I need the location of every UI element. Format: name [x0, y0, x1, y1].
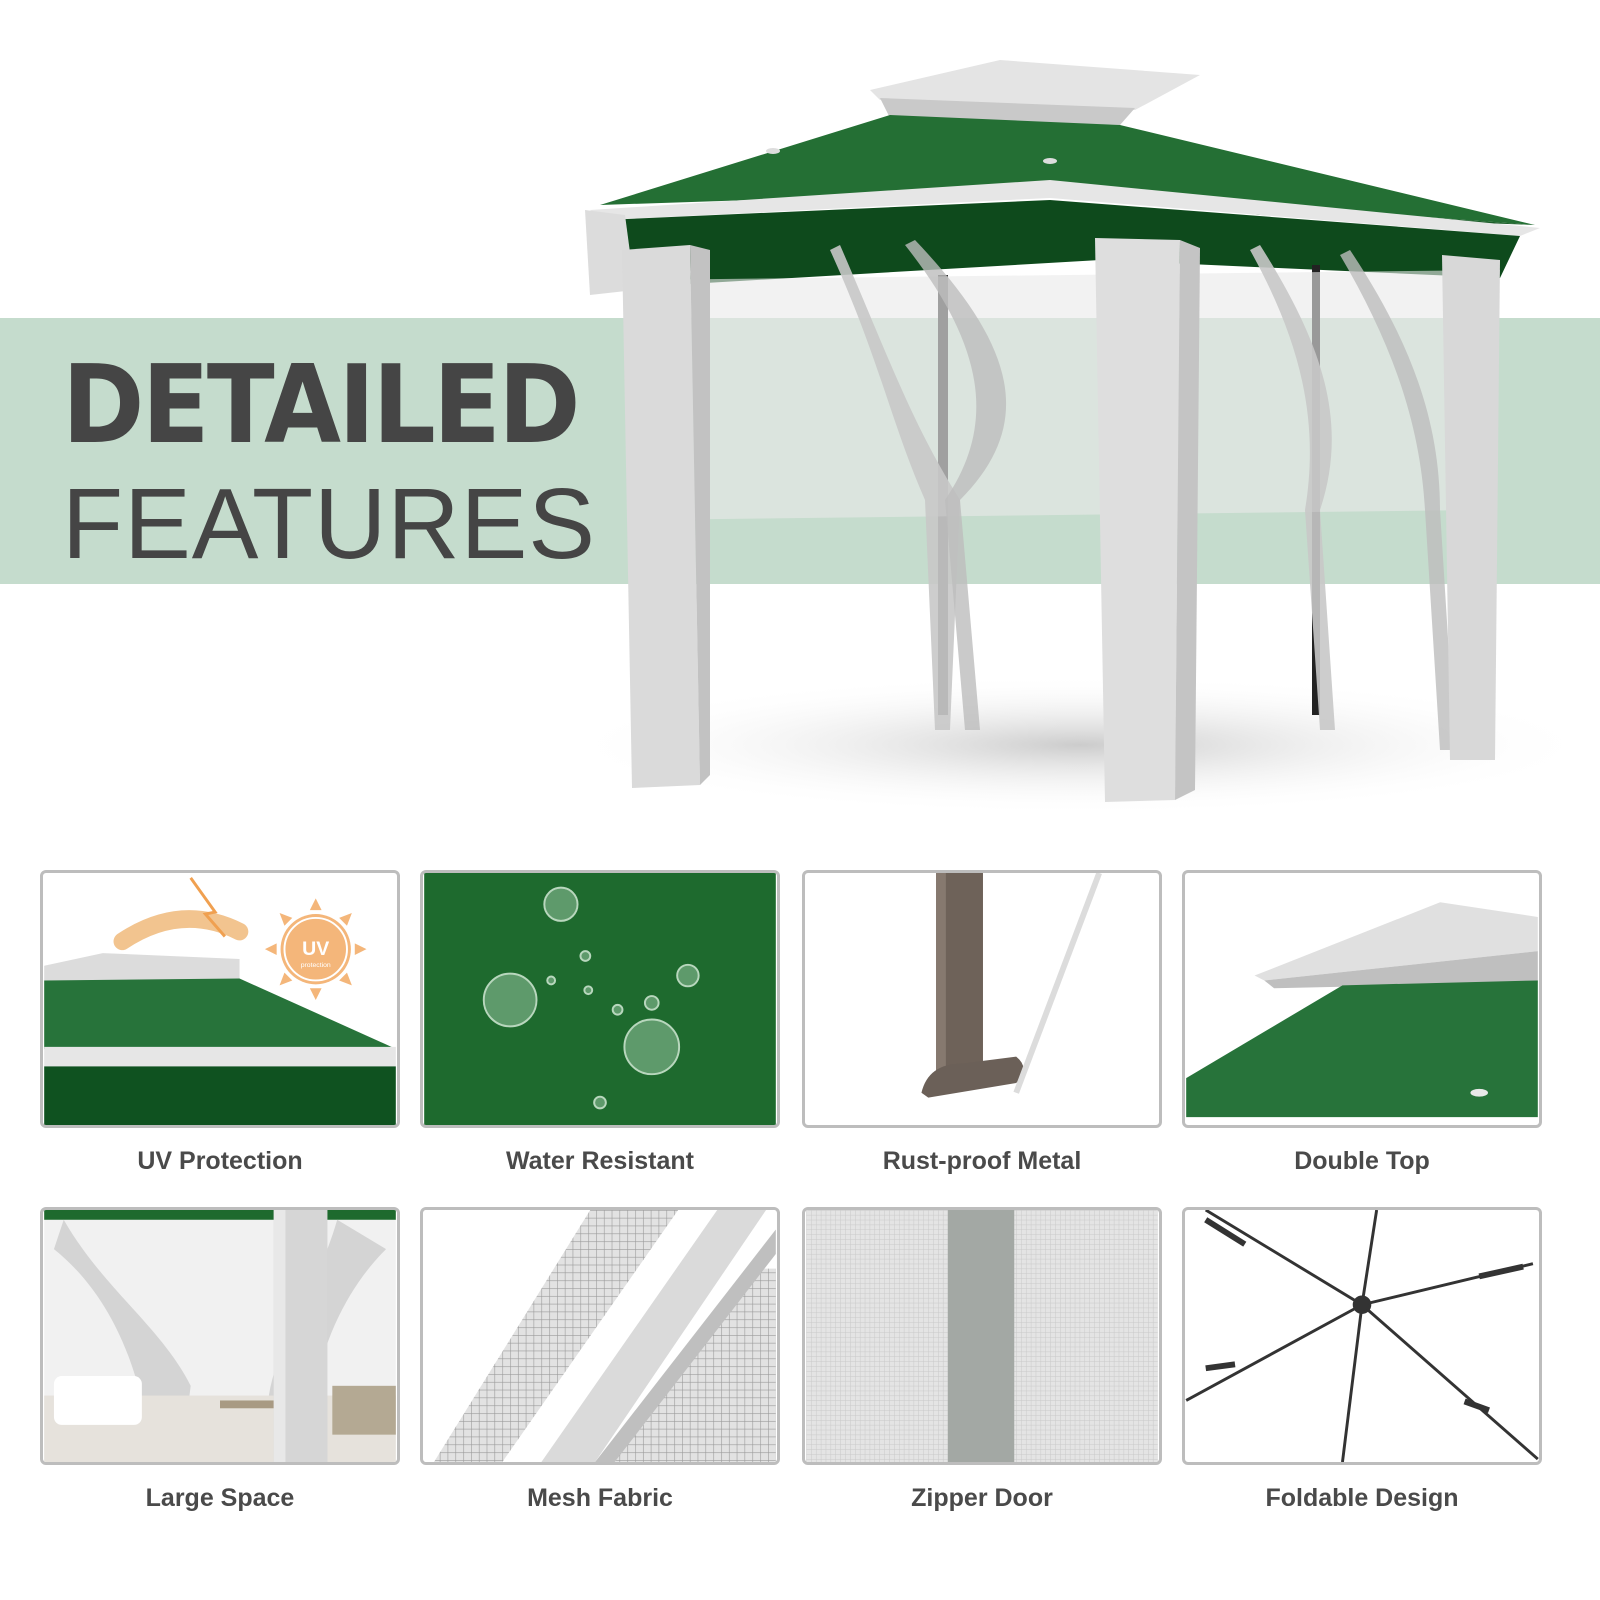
page-heading: DETAILED FEATURES: [62, 343, 623, 580]
feature-label: Rust-proof Metal: [882, 1147, 1082, 1175]
svg-text:protection: protection: [301, 962, 331, 969]
uv-badge-icon: UV protection: [264, 898, 367, 1000]
heading-line-1: DETAILED: [62, 343, 581, 468]
gazebo-hero-image: [560, 40, 1600, 830]
feature-label: Mesh Fabric: [527, 1484, 673, 1512]
feature-tile-mesh-fabric: [420, 1207, 780, 1465]
feature-label: Zipper Door: [911, 1484, 1053, 1512]
feature-label: Large Space: [145, 1484, 295, 1512]
feature-label: Water Resistant: [505, 1147, 694, 1175]
metal-leg-icon: [921, 873, 1102, 1098]
feature-label: UV Protection: [137, 1147, 303, 1175]
feature-tile-water-resistant: [420, 870, 780, 1128]
feature-tile-double-top: [1182, 870, 1542, 1128]
feature-tile-foldable-design: [1182, 1207, 1542, 1465]
interior-icon: [44, 1210, 396, 1462]
feature-tile-large-space: [40, 1207, 400, 1465]
feature-label: Double Top: [1294, 1147, 1430, 1175]
sun-icon: [113, 910, 249, 951]
feature-label: Foldable Design: [1265, 1484, 1459, 1512]
heading-line-2: FEATURES: [62, 468, 596, 580]
zipper-icon: [806, 1210, 1158, 1462]
water-drop-icon: [482, 886, 700, 1110]
feature-tile-rust-proof-metal: [802, 870, 1162, 1128]
double-roof-icon: [1186, 902, 1538, 1118]
svg-text:UV: UV: [302, 938, 329, 960]
mesh-icon: [424, 1210, 776, 1462]
frame-icon: [1185, 1210, 1539, 1462]
feature-tile-uv-protection: UV protection: [40, 870, 400, 1128]
feature-tile-zipper-door: [802, 1207, 1162, 1465]
